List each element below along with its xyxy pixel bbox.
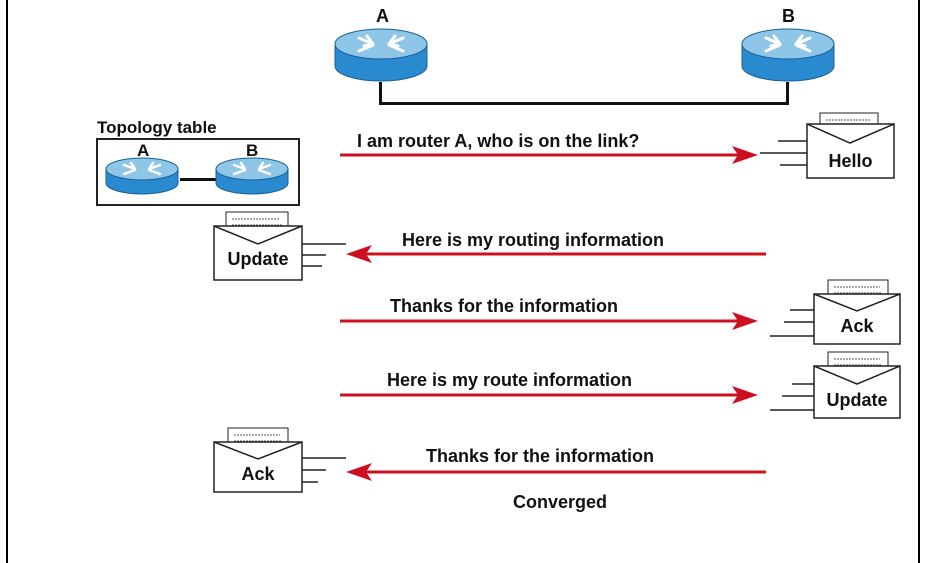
converged-status: Converged [513,492,608,512]
frame-left-border [6,0,8,563]
message-thanks-1-text: Thanks for the information [390,296,619,316]
router-b-icon [741,28,835,82]
router-b-label: B [782,6,795,26]
link-a-down [379,82,382,105]
arrow-right-1 [340,146,758,164]
message-routing-info-text: Here is my routing information [402,230,665,250]
topology-table-title: Topology table [97,118,217,137]
update-packet-left-label: Update [227,249,289,269]
message-hello-text: I am router A, who is on the link? [357,131,640,151]
message-route-info-text: Here is my route information [387,370,633,390]
topology-router-a-icon [105,157,179,195]
ack-packet-left-label: Ack [241,464,275,484]
router-a-icon [334,28,428,82]
update-packet-left-icon [213,211,346,281]
ack-packet-left-icon [213,427,346,493]
arrow-left-1 [346,245,766,263]
topology-link [180,178,216,181]
frame-right-border [918,0,920,563]
topology-router-b-label: B [246,141,259,160]
hello-packet-icon [760,112,895,179]
hello-packet-label: Hello [828,151,873,171]
arrow-left-2 [346,463,766,481]
ack-packet-right-icon [770,279,901,345]
arrow-right-3 [340,386,758,404]
link-horizontal [379,102,789,105]
link-b-down [786,82,789,105]
topology-router-b-icon [215,157,289,195]
ack-packet-right-label: Ack [840,316,874,336]
arrow-right-2 [340,312,758,330]
update-packet-right-label: Update [826,390,888,410]
router-a-label: A [376,6,389,26]
topology-router-a-label: A [137,141,150,160]
update-packet-right-icon [770,351,901,419]
message-thanks-2-text: Thanks for the information [426,446,655,466]
